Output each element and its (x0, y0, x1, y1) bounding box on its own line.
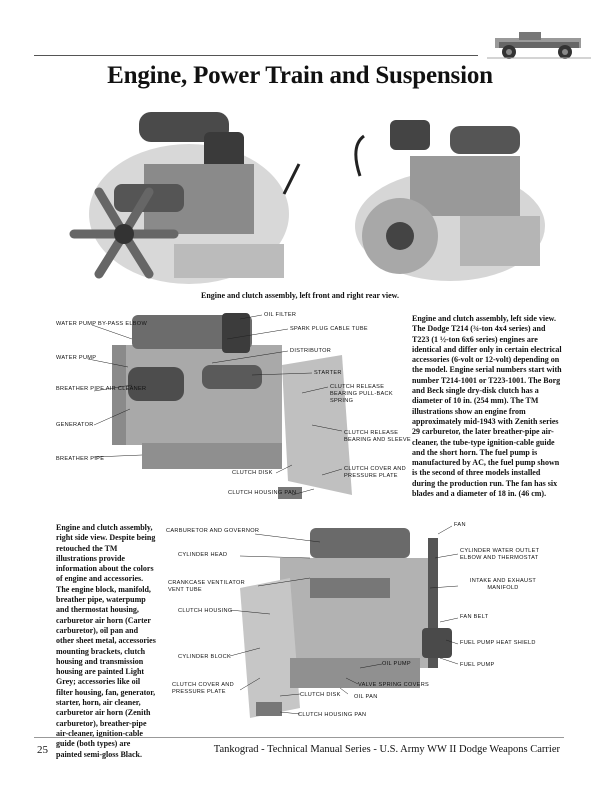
label-oil-pump: Oil Pump (382, 661, 411, 667)
label-clutch-housing: Clutch Housing (178, 608, 233, 614)
label-breather-pipe: Breather Pipe (56, 456, 105, 462)
footer-rule (34, 737, 564, 738)
engine-right-rear-photo (354, 120, 545, 281)
label-clutch-release-bearing-sleeve: Clutch Release Bearing and Sleeve (344, 430, 411, 443)
label-fuel-pump: Fuel Pump (460, 662, 495, 668)
label-cylinder-water-outlet: Cylinder Water Outlet Elbow and Thermost… (460, 548, 540, 561)
label-oil-filter: Oil Filter (264, 312, 297, 318)
label-clutch-housing-pan-left: Clutch Housing Pan (228, 490, 297, 496)
label-water-pump-bypass: Water Pump By-Pass Elbow (56, 321, 148, 327)
top-photos-caption: Engine and clutch assembly, left front a… (200, 291, 399, 300)
label-starter: Starter (314, 370, 342, 376)
page-number: 25 (37, 744, 48, 756)
label-clutch-housing-pan-right: Clutch Housing Pan (298, 712, 367, 718)
label-spark-plug-cable-tube: Spark Plug Cable Tube (290, 326, 368, 332)
left-side-view-caption: Engine and clutch assembly, left side vi… (412, 314, 562, 499)
label-clutch-disk-right: Clutch Disk (300, 692, 341, 698)
label-fan: Fan (454, 522, 466, 528)
weapons-carrier-vignette (487, 32, 591, 59)
label-clutch-cover-pressure-plate-left: Clutch Cover and Pressure Plate (344, 466, 406, 479)
label-valve-spring-covers: Valve Spring Covers (358, 682, 430, 688)
label-breather-pipe-air-cleaner: Breather Pipe Air Cleaner (56, 386, 147, 392)
label-oil-pan: Oil Pan (354, 694, 378, 700)
page-title: Engine, Power Train and Suspension (107, 62, 493, 89)
label-fan-belt: Fan Belt (460, 614, 489, 620)
label-clutch-cover-pressure-plate-right: Clutch Cover and Pressure Plate (172, 682, 234, 695)
label-generator: Generator (56, 422, 94, 428)
engine-left-front-photo (69, 112, 301, 284)
label-distributor: Distributor (290, 348, 332, 354)
label-cylinder-head: Cylinder Head (178, 552, 228, 558)
label-crankcase-ventilator: Crankcase Ventilator Vent Tube (168, 580, 245, 593)
label-carburetor-governor: Carburetor and Governor (166, 528, 260, 534)
right-side-view-diagram (229, 525, 459, 718)
header-rule (34, 55, 478, 56)
label-intake-exhaust-manifold: Intake and Exhaust Manifold (469, 578, 537, 591)
footer-text: Tankograd - Technical Manual Series - U.… (213, 744, 560, 755)
label-clutch-disk-left: Clutch Disk (232, 470, 273, 476)
left-side-view-diagram (87, 313, 352, 499)
label-cylinder-block: Cylinder Block (178, 654, 232, 660)
label-fuel-pump-heat-shield: Fuel Pump Heat Shield (460, 640, 536, 646)
label-clutch-release-bearing-spring: Clutch Release Bearing Pull-Back Spring (330, 384, 393, 404)
right-side-view-caption: Engine and clutch assembly, right side v… (56, 523, 156, 759)
label-water-pump: Water Pump (56, 355, 97, 361)
